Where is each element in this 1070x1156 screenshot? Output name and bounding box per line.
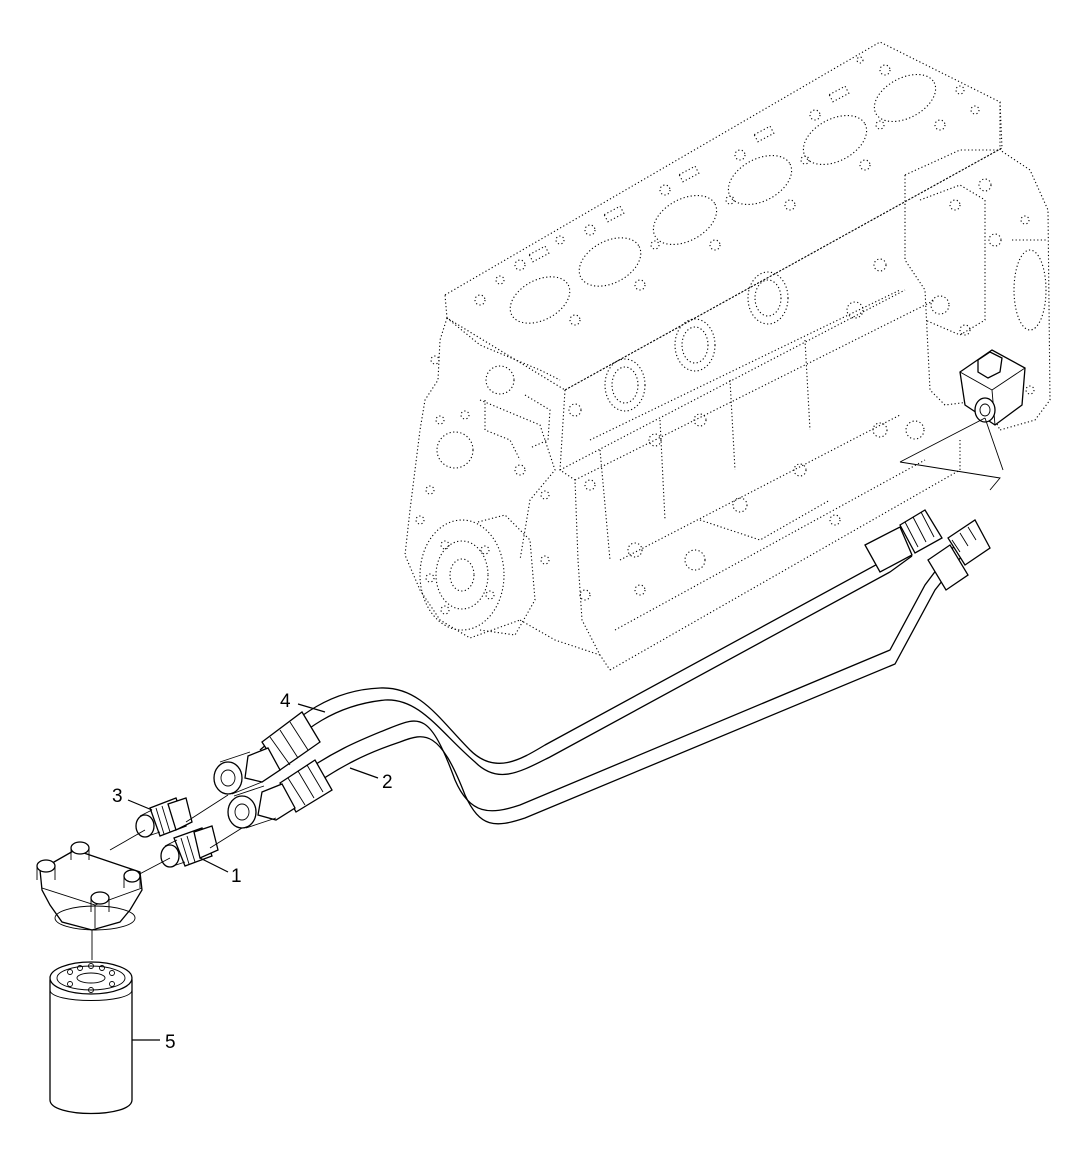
callout-3: 3 bbox=[112, 786, 123, 807]
callout-leader-2 bbox=[349, 767, 379, 779]
hose-2 bbox=[289, 544, 966, 825]
callout-1: 1 bbox=[231, 866, 242, 887]
filter-cartridge bbox=[49, 961, 133, 1115]
cooler-adapter-fitting bbox=[959, 349, 1026, 426]
callout-2: 2 bbox=[382, 772, 393, 793]
fitting-1 bbox=[160, 825, 219, 868]
callout-4: 4 bbox=[280, 691, 291, 712]
callout-leader-4 bbox=[297, 703, 326, 713]
hose-2-swivel-nut bbox=[227, 783, 296, 829]
engine-block bbox=[404, 41, 1051, 671]
hose-4-swivel-nut bbox=[213, 747, 281, 795]
assembly-axis-lines bbox=[91, 794, 243, 960]
hose-4 bbox=[259, 544, 913, 776]
fitting-3 bbox=[135, 797, 193, 838]
callout-leader-3 bbox=[127, 799, 153, 811]
hose-4-end-fitting bbox=[864, 509, 943, 573]
hose-2-end-fitting bbox=[927, 519, 991, 591]
filter-head bbox=[36, 841, 143, 931]
callout-leader-1 bbox=[199, 857, 229, 873]
connector-frame-line bbox=[899, 417, 1004, 491]
callout-5: 5 bbox=[165, 1032, 176, 1053]
